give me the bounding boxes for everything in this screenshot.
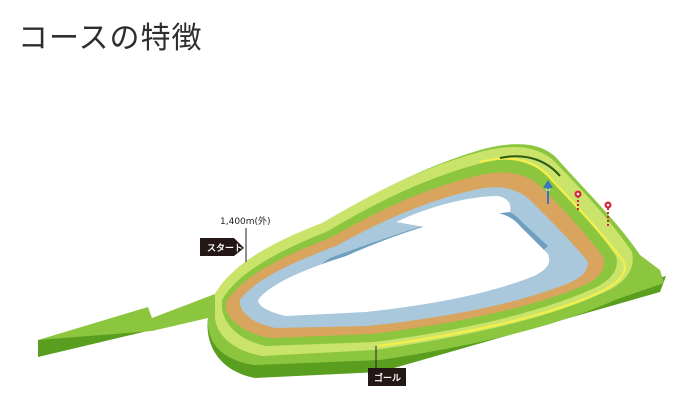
turf-side-loop [207, 276, 666, 378]
infield [258, 212, 550, 316]
pole-marker [604, 201, 612, 226]
start-label: スタート [207, 242, 243, 254]
infield-recess [396, 196, 511, 228]
arrow-marker [543, 180, 553, 204]
goal-tag: ゴール [368, 368, 406, 386]
page-title: コースの特徴 [18, 21, 203, 56]
backstretch-line [499, 155, 561, 177]
distance-label: 1,400m(外) [220, 215, 271, 227]
goal-label: ゴール [374, 372, 401, 384]
rail-line [377, 157, 626, 348]
pole-marker [574, 190, 582, 212]
start-tag: スタート [200, 238, 244, 256]
